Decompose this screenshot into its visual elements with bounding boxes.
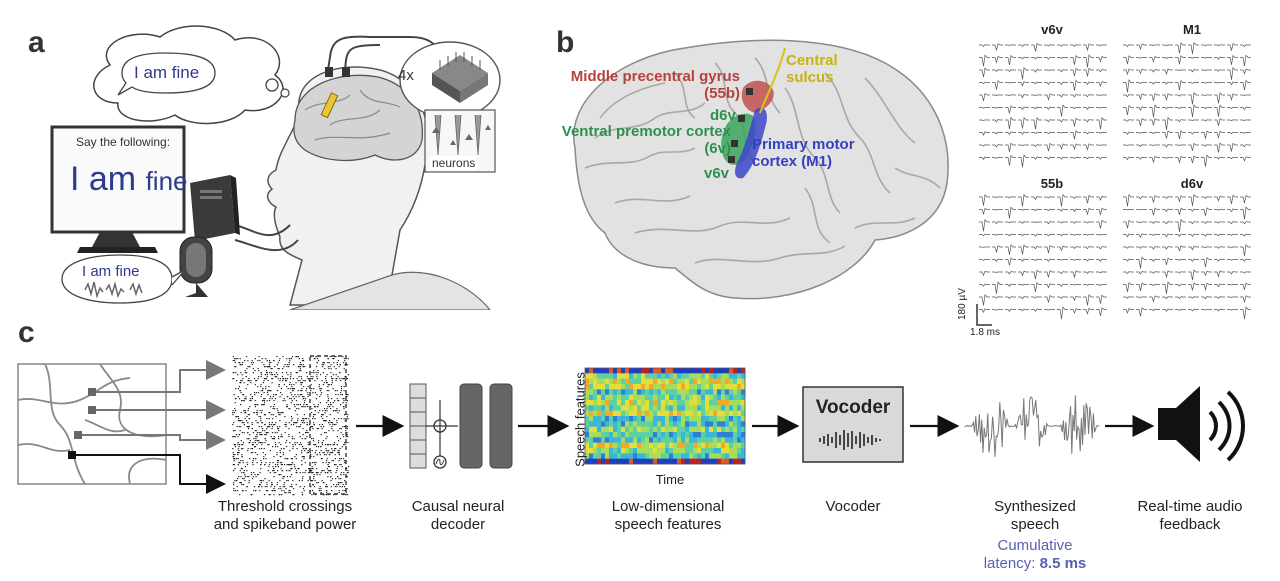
step-caption-decoder: Causal neural decoder	[393, 498, 523, 534]
screen-prompt: Say the following:	[76, 135, 171, 149]
step-caption-line1: Synthesized	[994, 498, 1076, 515]
heatmap-ylabel: Speech features	[572, 372, 588, 467]
waveform-grid-m1	[1123, 41, 1251, 167]
speech-feature-heatmap	[584, 367, 746, 465]
head-silhouette	[266, 66, 491, 310]
neurons-label: neurons	[430, 156, 478, 170]
panel-a-illustration	[50, 25, 501, 310]
step-caption-line1: Vocoder	[825, 498, 881, 515]
step-caption-line2: speech features	[614, 516, 722, 533]
screen-text: I am fine	[70, 160, 188, 199]
label-ventral-premotor: Ventral premotor cortex (6v)	[561, 123, 731, 157]
step-caption-line2: and spikeband power	[213, 516, 357, 533]
brain-surface	[573, 39, 949, 300]
waveform-grid-v6v	[979, 42, 1107, 168]
spike-raster	[232, 356, 350, 496]
label-middle-precentral: Middle precentral gyrus (55b)	[570, 68, 740, 102]
step-caption-line2: feedback	[1159, 516, 1221, 533]
synthesized-waveform	[964, 395, 1100, 457]
latency-line2: latency: 8.5 ms	[965, 555, 1105, 573]
step-caption-line2: decoder	[430, 516, 486, 533]
computer-monitor	[50, 125, 186, 253]
label-v6v: v6v	[704, 165, 730, 182]
step-caption-line1: Real-time audio	[1137, 498, 1243, 515]
array-marker-v6v	[728, 156, 735, 163]
step-caption-line1: Causal neural	[411, 498, 505, 515]
central-sulcus-line	[759, 47, 786, 114]
scale-time: 1.8 ms	[970, 327, 1001, 338]
step-caption-threshold: Threshold crossings and spikeband power	[200, 498, 370, 534]
step-caption-features: Low-dimensional speech features	[588, 498, 748, 534]
array-marker-6v	[731, 140, 738, 147]
array-count-label: 4x	[398, 67, 414, 84]
audio-speech-bubble	[61, 254, 186, 304]
panel-b-letter: b	[556, 26, 575, 59]
step-caption-vocoder: Vocoder	[803, 498, 903, 516]
grid-title-v6v: v6v	[1041, 22, 1063, 37]
panel-c-letter: c	[18, 316, 35, 349]
screen-text-main: I am	[70, 160, 137, 198]
scale-bar	[976, 304, 992, 326]
waveform-grid-d6v	[1123, 193, 1251, 320]
array-marker-d6v	[738, 115, 745, 122]
vocoder-box	[802, 386, 904, 463]
waveform-grid-55b	[979, 193, 1107, 320]
label-d6v: d6v	[710, 107, 736, 124]
panel-a-letter: a	[28, 26, 45, 59]
latency-note: Cumulative latency: 8.5 ms	[965, 537, 1105, 573]
grid-title-d6v: d6v	[1180, 176, 1204, 191]
label-central-sulcus: Central sulcus	[786, 52, 838, 86]
array-zoom-circle	[399, 41, 501, 119]
label-primary-motor: Primary motor cortex (M1)	[752, 136, 855, 170]
step-caption-synthesized: Synthesized speech	[975, 498, 1095, 534]
latency-prefix: latency:	[983, 555, 1040, 572]
grid-title-m1: M1	[1182, 22, 1202, 37]
decoder-diagram	[409, 383, 513, 469]
heatmap-xlabel: Time	[655, 472, 685, 487]
inner-speech-bubble	[117, 52, 216, 96]
pipeline-graphics	[17, 355, 1245, 496]
array-marker-55b	[746, 88, 753, 95]
step-caption-feedback: Real-time audio feedback	[1125, 498, 1255, 534]
audio-bubble-text: I am fine	[82, 263, 140, 280]
electrode-array	[320, 92, 339, 119]
region-m1	[735, 107, 767, 179]
speaker-device	[179, 236, 213, 297]
step-caption-line1: Threshold crossings	[217, 498, 353, 515]
latency-value: 8.5 ms	[1039, 555, 1087, 572]
step-caption-line1: Low-dimensional	[611, 498, 725, 515]
grid-title-55b: 55b	[1040, 176, 1064, 191]
thought-bubble-text: I am fine	[134, 63, 200, 82]
screen-text-end: fine	[145, 166, 188, 196]
latency-line1: Cumulative	[997, 537, 1073, 554]
speaker-icon	[1158, 386, 1245, 462]
pc-tower	[190, 175, 240, 241]
electrode-map	[17, 363, 167, 485]
raster-window	[309, 355, 347, 495]
vocoder-box-label: Vocoder	[815, 397, 891, 418]
step-caption-line2: speech	[1010, 516, 1060, 533]
scale-voltage: 180 µV	[957, 288, 968, 320]
